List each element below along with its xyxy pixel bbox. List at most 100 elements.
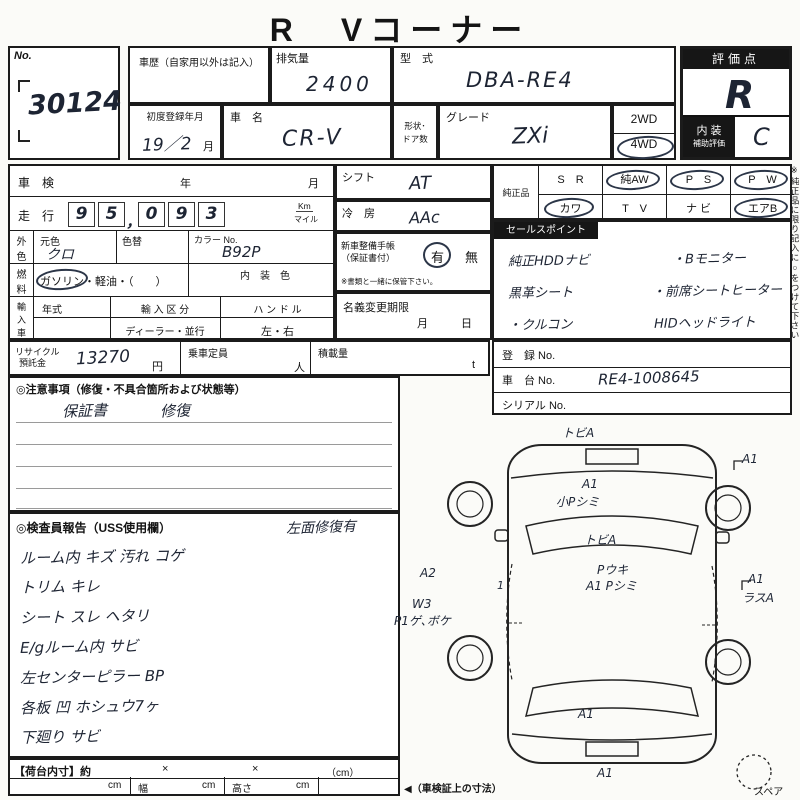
fuel-options: ガソリン・軽油・（ ） — [40, 276, 167, 288]
genuine-cell-airbag: エアB — [730, 194, 794, 222]
car-diagram — [447, 444, 772, 790]
color-change-label: 色替 — [122, 237, 142, 248]
left-right-label: 左・右 — [261, 326, 294, 338]
cargo-dims-label: 【荷台内寸】約 — [14, 766, 91, 778]
cargo-x2: × — [252, 763, 259, 775]
sales-points-box: セールスポイント 純正HDDナビ ・Bモニター 黒革シート ・前席シートヒーター… — [492, 220, 792, 340]
cargo-cm-1: cm — [108, 780, 122, 791]
first-registration-value: 19／2 — [141, 134, 192, 156]
divider — [34, 317, 333, 318]
cargo-height-label: 高さ — [232, 784, 252, 795]
displacement-label: 排気量 — [276, 53, 309, 65]
load-unit: t — [472, 359, 476, 371]
car-name-box: 車 名 CR-V — [222, 104, 392, 160]
notes-handwriting-2: 修復 — [159, 401, 191, 421]
sales-point: 純正HDDナビ — [507, 253, 590, 270]
genuine-cell-navi: ナ ビ — [666, 194, 730, 222]
spare-tire-label: スペア — [754, 787, 784, 798]
diagram-label-a1-right: A1 — [748, 572, 764, 586]
cargo-dims-box: 【荷台内寸】約 × × （cm） cm 幅 cm 高さ cm — [8, 758, 400, 796]
mileage-comma: ， — [126, 213, 142, 231]
aircon-box: 冷 房 AAc — [335, 200, 492, 232]
mileage-digit-value: 9 — [175, 204, 188, 224]
circle-mark-book-yes — [423, 242, 451, 268]
ruled-line — [16, 488, 392, 489]
transfer-label: 名義変更期限 — [343, 302, 409, 314]
aircon-label: 冷 房 — [342, 208, 375, 220]
inspection-month-label: 月 — [308, 178, 319, 190]
capacity-label: 乗車定員 — [188, 349, 228, 360]
recycle-row: リサイクル 預託金 13270 円 乗車定員 人 積載量 t — [8, 340, 490, 376]
notes-handwriting-1: 保証書 — [61, 401, 108, 421]
notes-box: ◎注意事項（修復・不具合箇所および状態等） 保証書 修復 — [8, 376, 400, 512]
vehicle-history-box: 車歴（自家用以外は記入） — [128, 46, 270, 104]
corner-mark — [18, 130, 30, 142]
inspection-label: 車 検 — [18, 176, 55, 190]
mileage-digit: 3 — [198, 202, 225, 227]
interior-score-value: C — [753, 123, 770, 151]
divider — [310, 342, 311, 374]
mileage-digit-value: 3 — [205, 204, 218, 224]
inspector-line: シート スレ ヘタリ — [19, 606, 150, 628]
diagram-label-a1-hood: A1 — [582, 477, 598, 491]
inspector-line: 左センターピラー BP — [19, 666, 165, 688]
diagram-label-tobi-a-glass: トビA — [584, 533, 617, 547]
mileage-digit: 9 — [68, 202, 95, 227]
mileage-digit: 0 — [138, 202, 165, 227]
displacement-box: 排気量 2400 — [270, 46, 392, 104]
shift-value: AT — [408, 172, 432, 195]
page-title: R Vコーナー — [269, 12, 531, 48]
diagram-label-tobi-a-top: トビA — [562, 426, 595, 440]
recycle-value: 13270 — [75, 346, 131, 370]
interior-label-cell: 内 装 補助評価 — [683, 117, 735, 157]
vehicle-history-label: 車歴（自家用以外は記入） — [139, 58, 259, 69]
grade-value: ZXi — [511, 123, 549, 150]
exterior-color-label-2: 色 — [16, 252, 27, 263]
divider — [188, 264, 189, 296]
cargo-note: ◀（車検証上の寸法） — [404, 784, 502, 795]
cargo-cm-note: （cm） — [326, 768, 360, 779]
chassis-no-label: 車 台 No. — [502, 375, 556, 387]
genuine-cell-sr: S R — [538, 166, 602, 194]
diagram-label-p1: P1ゲ､ボケ — [394, 614, 451, 628]
shift-box: シフト AT — [335, 164, 492, 200]
ruled-line — [16, 508, 392, 509]
genuine-parts-box: 純正品 S R 純AW P S P W カワ T V ナ ビ エアB — [492, 164, 794, 222]
genuine-cell-ps: P S — [666, 166, 730, 194]
serial-no-label: シリアル No. — [502, 400, 567, 412]
service-book-box: 新車整備手帳 （保証書付） 有 無 ※書類と一緒に保管下さい。 — [335, 232, 492, 292]
transfer-day: 日 — [461, 318, 472, 330]
inspector-line: 各板 凹 ホシュウ7ヶ — [19, 696, 160, 718]
service-book-label-2: （保証書付） — [341, 253, 396, 263]
sales-point: ・クルコン — [507, 317, 573, 334]
base-color-label: 元色 — [40, 237, 60, 248]
left-info-box: 車 検 年 月 走 行 9 5 ， 0 9 3 Km マイル 外 色 元色 クロ… — [8, 164, 335, 340]
diagram-label-1: 1 — [497, 579, 504, 592]
first-registration-label: 初度登録年月 — [146, 112, 204, 123]
model-code-label: 型 式 — [400, 53, 433, 65]
model-code-value: DBA-RE4 — [466, 68, 574, 92]
diagram-label-a1-top-right: A1 — [742, 452, 758, 466]
sales-point: HIDヘッドライト — [653, 315, 756, 332]
recycle-label-1: リサイクル — [15, 347, 60, 357]
genuine-cell-aw: 純AW — [602, 166, 666, 194]
fuel-label-cell: 燃 料 — [10, 264, 34, 296]
sales-point: 黒革シート — [507, 285, 574, 302]
mileage-row: 走 行 9 5 ， 0 9 3 Km マイル — [10, 196, 333, 231]
color-no-value: B92P — [222, 243, 261, 261]
divider — [180, 342, 181, 374]
diagram-label-a2-left: A2 — [420, 566, 436, 580]
import-label-cell: 輸 入 車 — [10, 297, 34, 340]
diagram-label-p-uki: Pウキ — [597, 563, 629, 577]
score-box: 評価点 R 内 装 補助評価 C — [680, 46, 792, 160]
handle-label: ハ ン ド ル — [253, 305, 302, 316]
mileage-unit-km: Km — [296, 201, 313, 212]
fuel-label-2: 料 — [16, 285, 27, 296]
aircon-value: AAc — [408, 207, 441, 228]
divider — [318, 777, 319, 794]
mileage-unit-mile: マイル — [294, 215, 318, 224]
inspector-line: トリム キレ — [19, 577, 100, 597]
fuel-label-1: 燃 — [16, 270, 27, 281]
inspector-line: E/gルーム内 サビ — [19, 636, 139, 658]
chassis-no-value: RE4-1008645 — [597, 367, 700, 389]
